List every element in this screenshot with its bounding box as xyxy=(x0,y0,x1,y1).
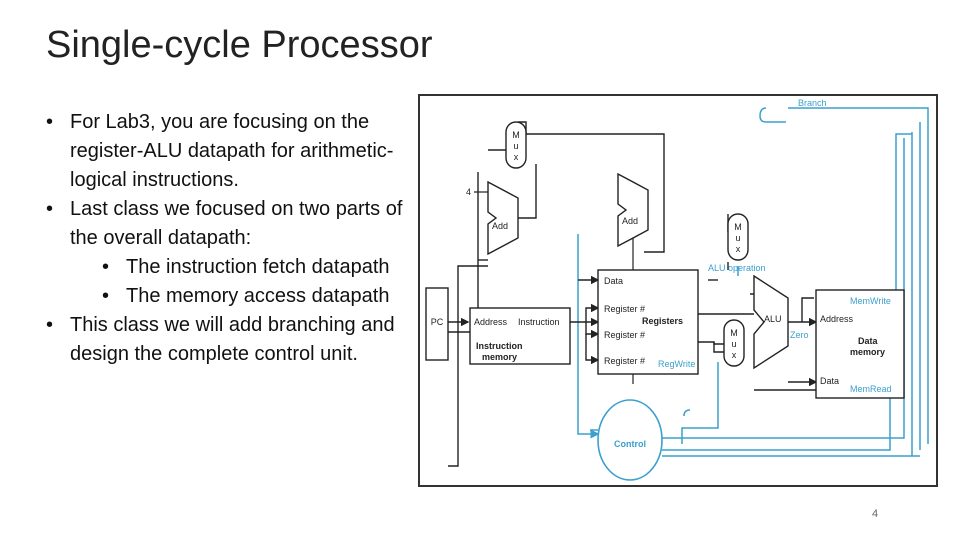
bullet-list: For Lab3, you are focusing on the regist… xyxy=(46,108,406,369)
mux-label-m: M xyxy=(734,222,742,232)
alu-input-mux: M u x xyxy=(723,319,745,367)
instruction-memory-output: Instruction xyxy=(518,317,560,327)
alu-zero-label: Zero xyxy=(790,330,809,340)
data-memory-data: Data xyxy=(820,376,839,386)
reg-write-label: RegWrite xyxy=(658,359,695,369)
mux-label-m: M xyxy=(512,130,520,140)
control-unit: Control xyxy=(597,399,663,481)
bullet-item: Last class we focused on two parts of th… xyxy=(46,195,406,311)
pc-adder-label: Add xyxy=(492,221,508,231)
sub-bullet-text: The memory access datapath xyxy=(126,285,390,307)
registers-title: Registers xyxy=(642,316,683,326)
bullet-item: This class we will add branching and des… xyxy=(46,311,406,369)
branch-adder: Add xyxy=(617,172,649,248)
mux-label-u: u xyxy=(731,339,736,349)
page-number: 4 xyxy=(872,508,879,520)
bullet-text: This class we will add branching and des… xyxy=(70,314,395,365)
mux-label-x: x xyxy=(514,152,519,162)
mux-label-u: u xyxy=(513,141,518,151)
control-label: Control xyxy=(614,439,646,449)
bullet-text: For Lab3, you are focusing on the regist… xyxy=(70,111,394,191)
slide-title: Single-cycle Processor xyxy=(46,24,433,66)
instruction-memory-address: Address xyxy=(474,317,508,327)
mux-label-x: x xyxy=(732,350,737,360)
data-memory-address: Address xyxy=(820,314,854,324)
register-port-2: Register # xyxy=(604,330,645,340)
instruction-memory-title-2: memory xyxy=(482,352,517,362)
branch-label: Branch xyxy=(798,98,827,108)
register-port-3: Register # xyxy=(604,356,645,366)
instruction-memory: Address Instruction Instruction memory xyxy=(469,307,571,365)
pc-source-mux: M u x xyxy=(505,121,527,169)
alu-label: ALU xyxy=(764,314,782,324)
bullet-text: Last class we focused on two parts of th… xyxy=(70,198,403,249)
mem-read-label: MemRead xyxy=(850,384,892,394)
sub-bullet-item: The memory access datapath xyxy=(102,282,406,311)
register-port-1: Register # xyxy=(604,304,645,314)
mux-label-m: M xyxy=(730,328,738,338)
alu-operation-label: ALU operation xyxy=(708,263,766,273)
alu: ALU Zero xyxy=(753,274,809,370)
instruction-memory-title: Instruction xyxy=(476,341,523,351)
data-memory: Address Data memory Data xyxy=(815,289,905,399)
bullet-item: For Lab3, you are focusing on the regist… xyxy=(46,108,406,195)
program-counter: PC xyxy=(425,287,449,361)
control-lines xyxy=(577,107,929,457)
sub-bullet-text: The instruction fetch datapath xyxy=(126,256,390,278)
register-file: Data Register # Registers Register # Reg… xyxy=(597,269,699,375)
alu-src-mux: M u x xyxy=(727,213,749,261)
data-memory-title-2: memory xyxy=(850,347,885,357)
sub-bullet-list: The instruction fetch datapath The memor… xyxy=(70,253,406,311)
branch-adder-label: Add xyxy=(622,216,638,226)
constant-four: 4 xyxy=(466,187,471,197)
pc-label: PC xyxy=(431,317,444,327)
data-memory-title: Data xyxy=(858,336,879,346)
pc-adder: 4 Add xyxy=(466,180,519,256)
sub-bullet-item: The instruction fetch datapath xyxy=(102,253,406,282)
datapath-diagram: M u x 4 Add Add M u x ALU operation PC A… xyxy=(418,94,938,487)
mux-label-u: u xyxy=(735,233,740,243)
mux-label-x: x xyxy=(736,244,741,254)
register-data-port: Data xyxy=(604,276,623,286)
mem-write-label: MemWrite xyxy=(850,296,891,306)
